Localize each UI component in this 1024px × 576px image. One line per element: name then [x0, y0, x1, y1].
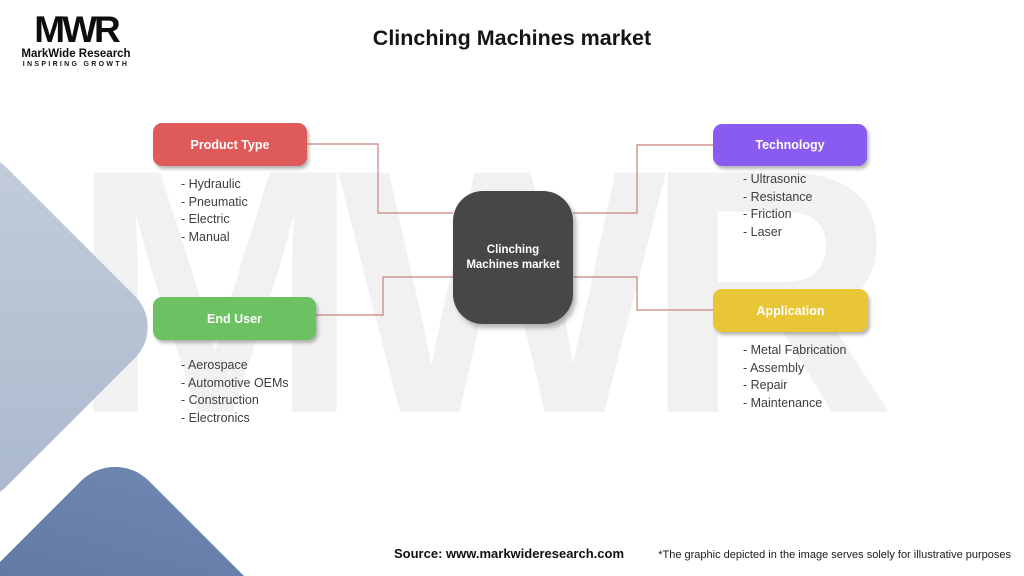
list-item: - Manual	[181, 229, 230, 244]
disclaimer-note: *The graphic depicted in the image serve…	[658, 549, 1011, 561]
center-node-clinching-machines-market: Clinching Machines market	[453, 191, 573, 324]
list-item: - Friction	[743, 207, 792, 222]
logo-acronym: MWR	[34, 9, 120, 50]
list-item: - Assembly	[743, 360, 805, 375]
node-product-type: Product Type	[153, 123, 307, 166]
list-item: - Laser	[743, 224, 782, 239]
list-item: - Resistance	[743, 189, 813, 204]
node-application: Application	[713, 289, 868, 332]
item-list-product-type: - Hydraulic - Pneumatic - Electric - Man…	[181, 176, 248, 246]
item-list-application: - Metal Fabrication - Assembly - Repair …	[743, 342, 847, 412]
source-note: Source: www.markwideresearch.com	[394, 546, 625, 561]
markwide-research-logo: MWR MarkWide Research INSPIRING GROWTH	[20, 9, 132, 69]
logo-company-name: MarkWide Research	[21, 48, 131, 61]
list-item: - Repair	[743, 378, 788, 393]
list-item: - Ultrasonic	[743, 172, 807, 186]
connector-product-type	[307, 143, 453, 214]
list-item: - Hydraulic	[181, 177, 241, 191]
list-item: - Metal Fabrication	[743, 343, 847, 357]
item-list-technology: - Ultrasonic - Resistance - Friction - L…	[743, 171, 812, 241]
list-item: - Maintenance	[743, 395, 823, 410]
node-label-technology: Technology	[755, 138, 825, 152]
logo-tagline: INSPIRING GROWTH	[22, 61, 130, 69]
connector-end-user	[316, 276, 453, 316]
node-label-product-type: Product Type	[190, 137, 270, 152]
list-item: - Electric	[181, 212, 230, 227]
list-item: - Aerospace	[181, 358, 248, 372]
node-end-user: End User	[153, 297, 316, 340]
item-list-end-user: - Aerospace - Automotive OEMs - Construc…	[181, 357, 289, 427]
connector-application	[573, 276, 713, 311]
node-label-application: Application	[756, 303, 825, 318]
page-title: Clinching Machines market	[372, 26, 652, 50]
node-label-end-user: End User	[207, 311, 262, 326]
list-item: - Automotive OEMs	[181, 375, 289, 390]
list-item: - Electronics	[181, 410, 250, 425]
connector-technology	[573, 144, 713, 214]
list-item: - Construction	[181, 393, 259, 408]
list-item: - Pneumatic	[181, 194, 248, 209]
node-technology: Technology	[713, 124, 867, 166]
